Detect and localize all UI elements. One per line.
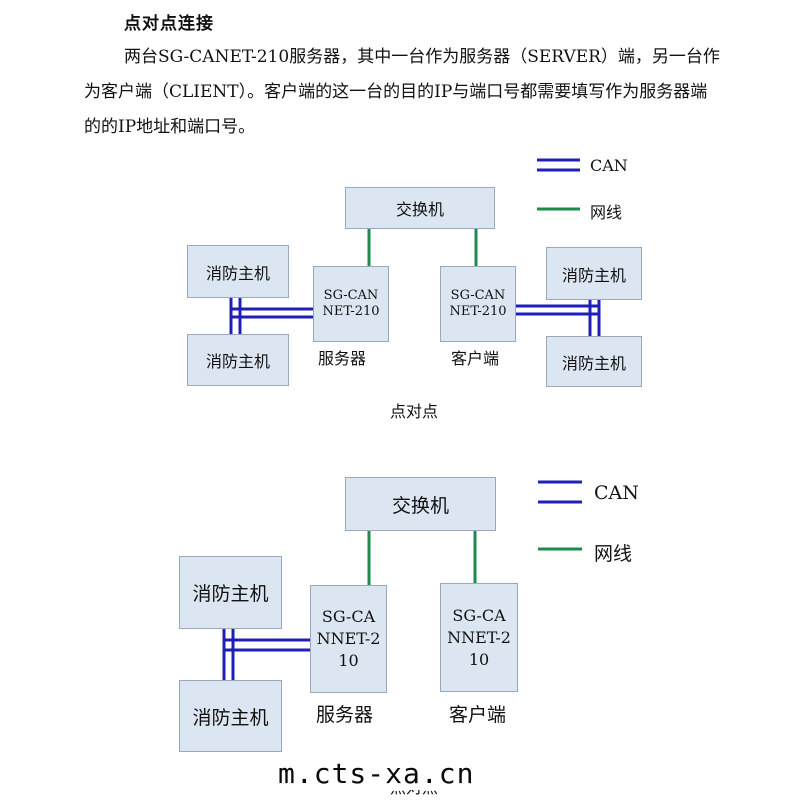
fire-host-label: 消防主机 xyxy=(561,353,626,373)
fire-host-box-4: 消防主机 xyxy=(546,336,642,387)
server-device-box: SG-CANNET-210 xyxy=(310,585,387,693)
diagram-caption: 点对点 xyxy=(390,402,439,421)
diagram-1-connectors xyxy=(229,158,601,336)
fire-host-label: 消防主机 xyxy=(192,706,269,729)
legend-net-label: 网线 xyxy=(590,203,623,222)
switch-label: 交换机 xyxy=(391,494,449,517)
fire-host-box-3: 消防主机 xyxy=(546,247,642,300)
watermark: m.cts-xa.cn xyxy=(276,757,477,790)
server-device-box: SG-CANNET-210 xyxy=(313,266,389,342)
switch-box: 交换机 xyxy=(345,477,496,531)
client-role-label: 客户端 xyxy=(449,704,507,726)
fire-host-box-1: 消防主机 xyxy=(187,245,289,298)
intro-text: 两台SG-CANET-210服务器，其中一台作为服务器（SERVER）端，另一台… xyxy=(84,47,720,137)
fire-host-box-2: 消防主机 xyxy=(187,334,289,386)
legend-can-label: CAN xyxy=(594,482,639,504)
client-role-label: 客户端 xyxy=(451,349,500,368)
fire-host-label: 消防主机 xyxy=(561,265,626,285)
legend-can-label: CAN xyxy=(590,156,628,175)
legend-net-label: 网线 xyxy=(594,543,633,565)
fire-host-box-2: 消防主机 xyxy=(179,680,282,752)
client-device-box: SG-CANNET-210 xyxy=(440,583,518,692)
client-device-label: SG-CANNET-210 xyxy=(449,288,507,319)
intro-paragraph: 两台SG-CANET-210服务器，其中一台作为服务器（SERVER）端，另一台… xyxy=(84,40,724,145)
switch-box: 交换机 xyxy=(345,187,495,229)
fire-host-label: 消防主机 xyxy=(205,263,270,283)
fire-host-label: 消防主机 xyxy=(192,583,269,605)
fire-host-label: 消防主机 xyxy=(205,352,270,371)
server-device-label: SG-CANNET-210 xyxy=(316,607,381,670)
client-device-box: SG-CANNET-210 xyxy=(440,266,516,342)
section-heading: 点对点连接 xyxy=(124,14,214,34)
client-device-label: SG-CANNET-210 xyxy=(447,605,511,669)
server-device-label: SG-CANNET-210 xyxy=(322,288,380,319)
fire-host-box-1: 消防主机 xyxy=(179,556,282,629)
server-role-label: 服务器 xyxy=(316,704,374,726)
diagram-1: CAN 网线 交换机 消防主机 消防主机 SG-CANNET-210 SG-CA… xyxy=(187,156,642,421)
switch-label: 交换机 xyxy=(395,200,444,219)
server-role-label: 服务器 xyxy=(318,349,367,368)
